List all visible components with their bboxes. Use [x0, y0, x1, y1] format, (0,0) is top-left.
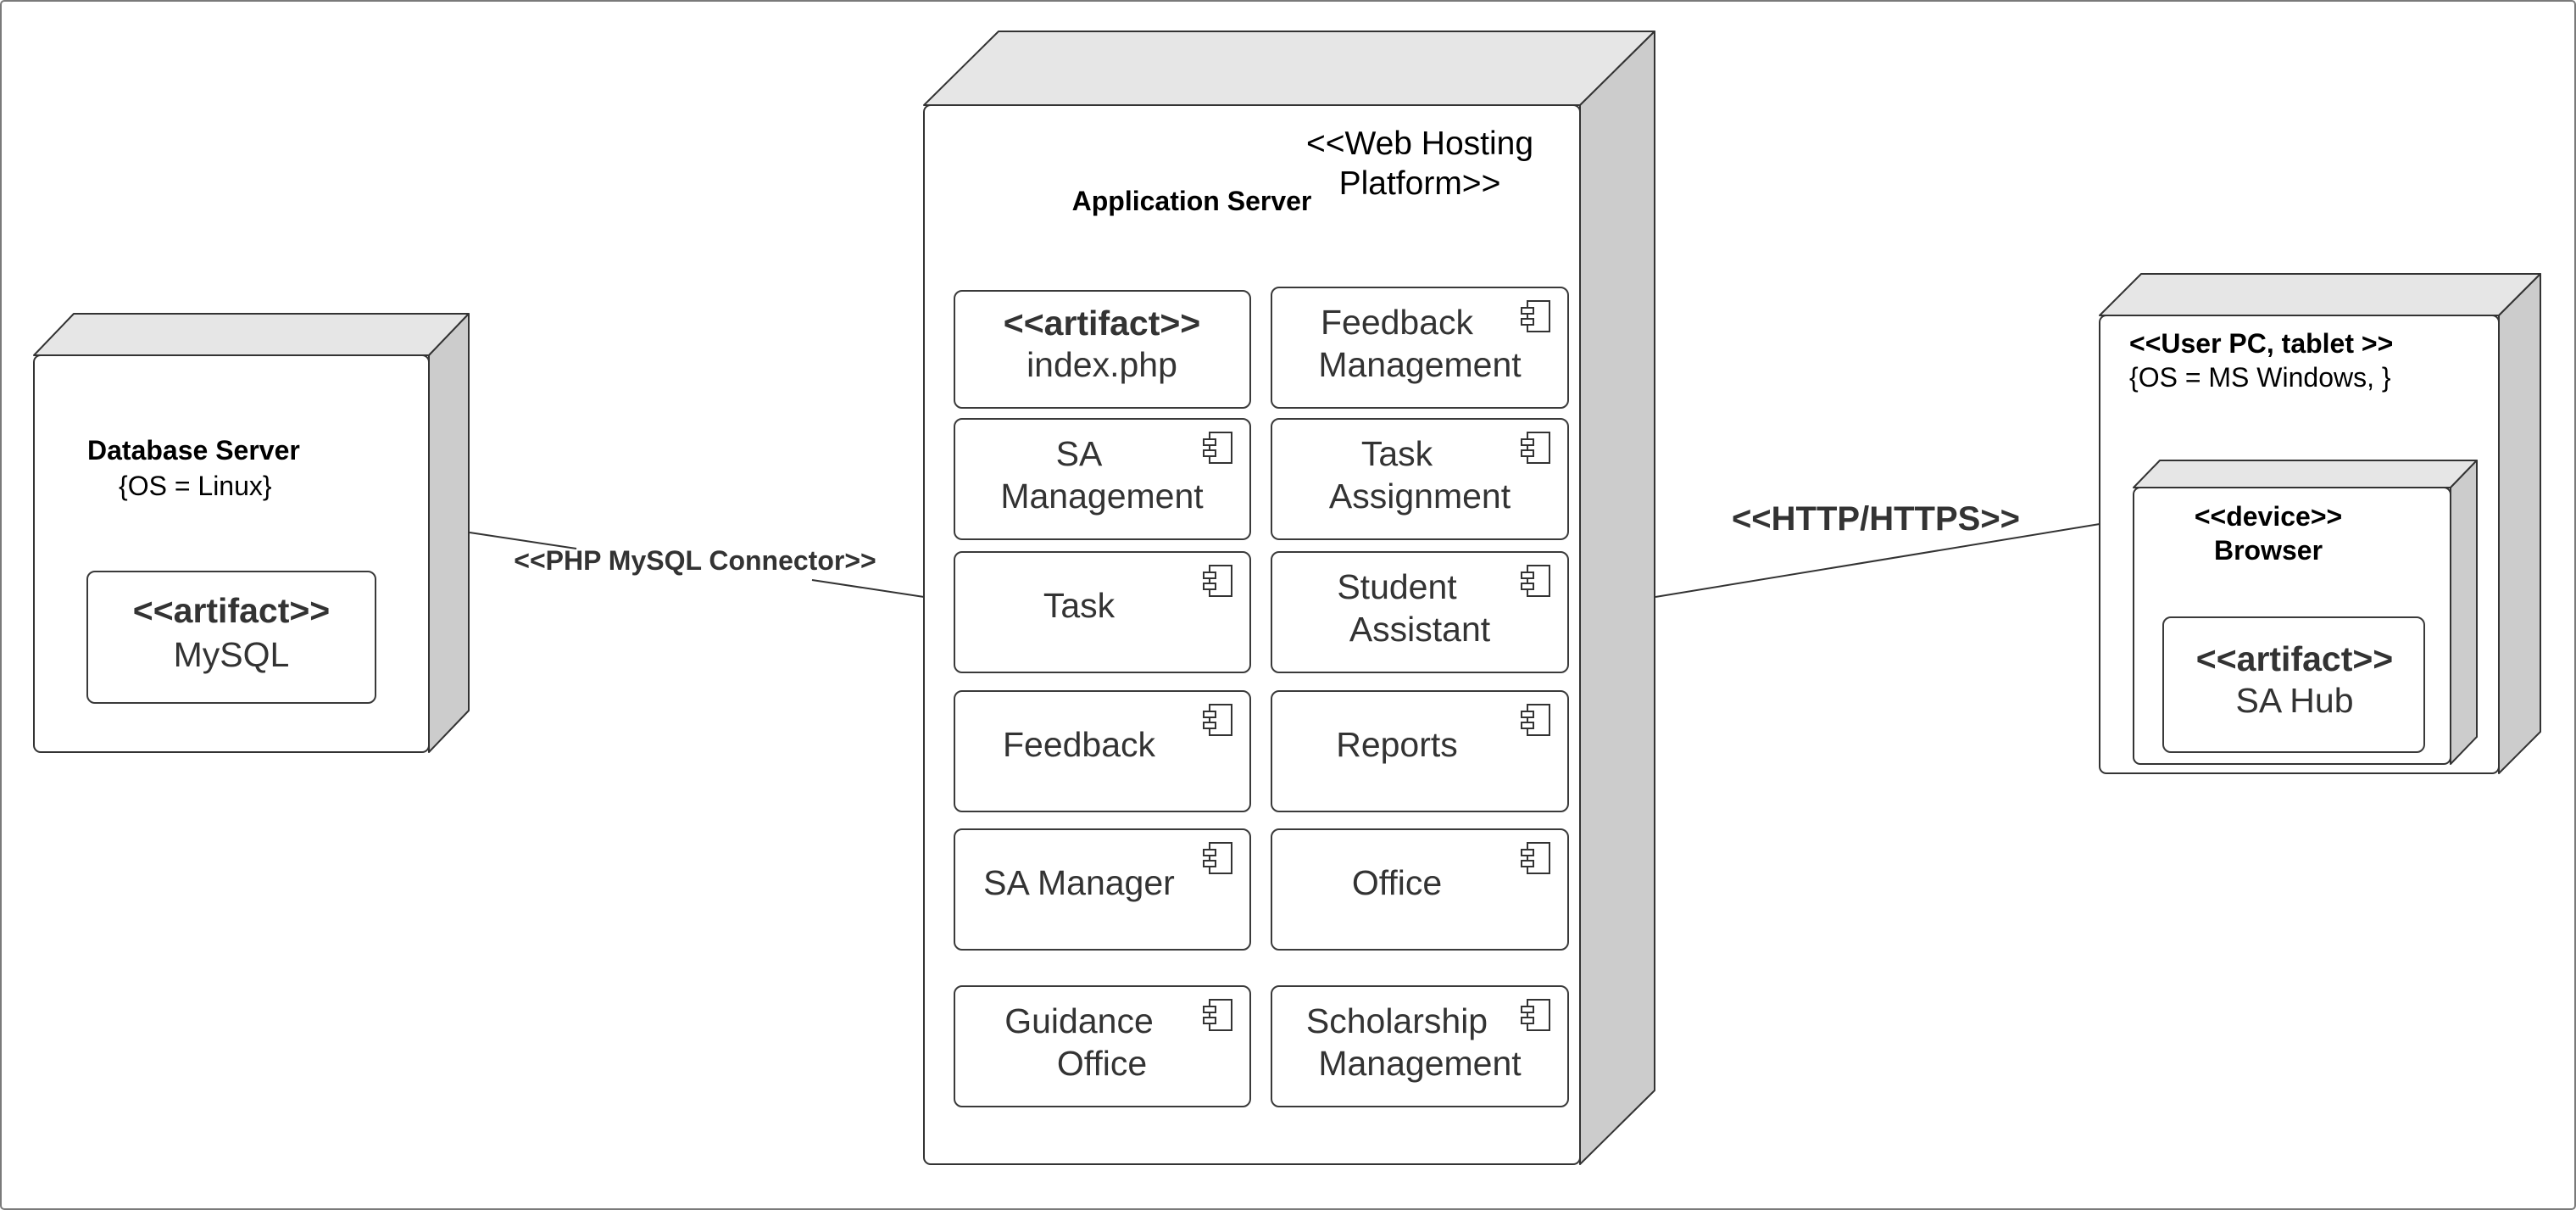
- component-label-line1: Office: [1352, 863, 1442, 902]
- component-task-assignment[interactable]: Task Assignment: [1271, 418, 1569, 540]
- app-server-stereotype-line2: Platform>>: [1339, 165, 1501, 202]
- artifact-name: MySQL: [174, 635, 290, 674]
- component-label-line1: SA Manager: [983, 863, 1175, 902]
- component-task[interactable]: Task: [954, 551, 1251, 673]
- component-label-line1: Guidance: [1004, 1001, 1154, 1040]
- artifact-stereotype: <<artifact>>: [133, 591, 331, 630]
- uml-component-icon: [1203, 842, 1232, 874]
- client-node[interactable]: <<User PC, tablet >> {OS = MS Windows, }…: [2099, 273, 2541, 774]
- artifact-name: SA Hub: [2235, 681, 2353, 720]
- uml-component-icon: [1521, 432, 1550, 464]
- artifact-name: index.php: [1027, 345, 1177, 384]
- database-server-node[interactable]: Database Server {OS = Linux} <<artifact>…: [33, 313, 470, 753]
- connector-db-link[interactable]: <<PHP MySQL Connector>>: [469, 532, 925, 598]
- component-label-line1: Student: [1337, 567, 1457, 606]
- application-server-node[interactable]: <<Web Hosting Platform>> Application Ser…: [923, 31, 1655, 1165]
- index-php-artifact[interactable]: <<artifact>> index.php: [954, 290, 1251, 409]
- component-scholarship-management[interactable]: Scholarship Management: [1271, 985, 1569, 1107]
- uml-component-icon: [1521, 842, 1550, 874]
- connector-db-label: <<PHP MySQL Connector>>: [514, 545, 876, 576]
- connector-http-label: <<HTTP/HTTPS>>: [1732, 500, 2020, 538]
- device-stereotype: <<device>>: [2195, 501, 2342, 532]
- uml-component-icon: [1521, 565, 1550, 597]
- app-server-stereotype-line1: <<Web Hosting: [1306, 125, 1533, 162]
- uml-component-icon: [1203, 565, 1232, 597]
- browser-device-node[interactable]: <<device>> Browser <<artifact>> SA Hub: [2133, 460, 2478, 765]
- database-server-title: Database Server: [87, 435, 300, 466]
- database-server-constraint: {OS = Linux}: [119, 471, 272, 501]
- component-label-line1: Scholarship: [1306, 1001, 1488, 1040]
- component-label-line2: Office: [1057, 1044, 1147, 1083]
- connector-http-link[interactable]: <<HTTP/HTTPS>>: [1655, 500, 2100, 598]
- component-feedback-management[interactable]: Feedback Management: [1271, 287, 1569, 409]
- component-label-line1: SA: [1056, 434, 1103, 473]
- uml-component-icon: [1203, 999, 1232, 1031]
- component-sa-management[interactable]: SA Management: [954, 418, 1251, 540]
- component-reports[interactable]: Reports: [1271, 690, 1569, 812]
- artifact-stereotype: <<artifact>>: [1004, 304, 1201, 343]
- component-label-line2: Management: [1318, 345, 1522, 384]
- artifact-stereotype: <<artifact>>: [2196, 639, 2394, 678]
- component-label-line2: Management: [1000, 477, 1204, 516]
- component-label-line1: Feedback: [1003, 725, 1156, 764]
- component-label-line2: Management: [1318, 1044, 1522, 1083]
- component-label-line1: Reports: [1336, 725, 1458, 764]
- component-label-line2: Assignment: [1329, 477, 1511, 516]
- mysql-artifact[interactable]: <<artifact>> MySQL: [86, 571, 376, 704]
- client-constraint: {OS = MS Windows, }: [2129, 362, 2391, 393]
- component-feedback[interactable]: Feedback: [954, 690, 1251, 812]
- device-title: Browser: [2214, 535, 2323, 566]
- app-server-title: Application Server: [1072, 186, 1312, 216]
- component-sa-manager[interactable]: SA Manager: [954, 828, 1251, 951]
- sa-hub-artifact[interactable]: <<artifact>> SA Hub: [2162, 616, 2425, 753]
- uml-component-icon: [1203, 704, 1232, 736]
- component-guidance-office[interactable]: Guidance Office: [954, 985, 1251, 1107]
- uml-component-icon: [1521, 300, 1550, 332]
- component-office[interactable]: Office: [1271, 828, 1569, 951]
- component-label-line1: Feedback: [1321, 303, 1474, 342]
- component-label-line1: Task: [1361, 434, 1433, 473]
- uml-component-icon: [1203, 432, 1232, 464]
- component-label-line1: Task: [1043, 586, 1116, 625]
- client-stereotype: <<User PC, tablet >>: [2129, 328, 2393, 359]
- component-student-assistant[interactable]: Student Assistant: [1271, 551, 1569, 673]
- uml-component-icon: [1521, 999, 1550, 1031]
- component-label-line2: Assistant: [1349, 610, 1491, 649]
- uml-component-icon: [1521, 704, 1550, 736]
